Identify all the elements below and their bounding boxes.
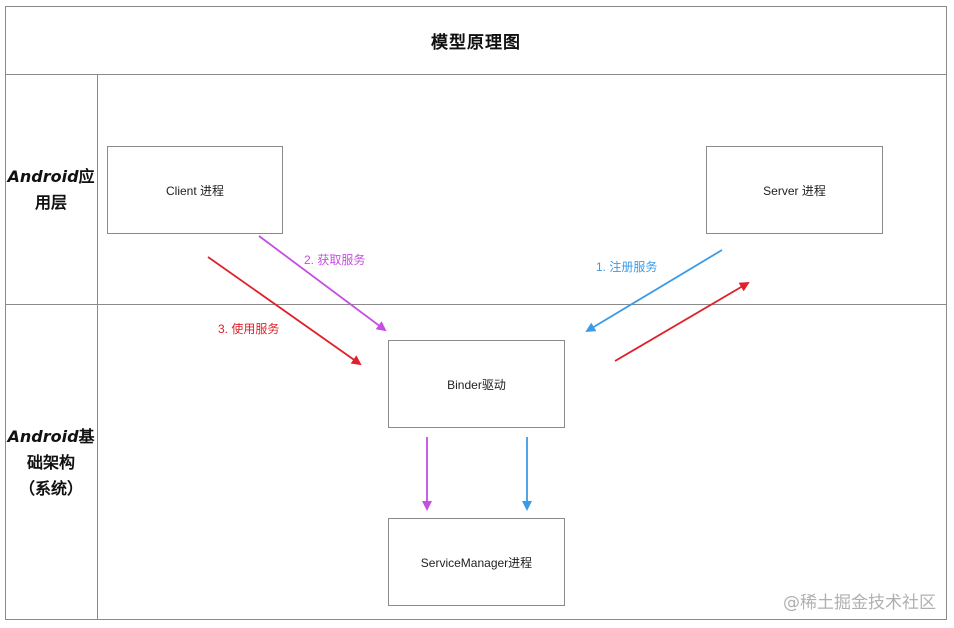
diagram-title: 模型原理图: [5, 6, 947, 75]
lane-app-zh-2: 用层: [34, 193, 67, 212]
edge-label-register-service: 1. 注册服务: [596, 260, 658, 274]
lane-framework-en: Android: [7, 426, 79, 446]
edge-label-use-service: 3. 使用服务: [218, 322, 280, 336]
arrow-server-to-binder-register-service: [585, 249, 723, 333]
binder-driver-node: Binder驱动: [388, 340, 565, 428]
lane-app-en: Android: [7, 167, 79, 186]
lane-label-framework-layer: Android基 础架构 （系统）: [5, 305, 97, 620]
diagram-frame: [5, 6, 947, 620]
lane-label-app-layer: Android应 用层: [5, 76, 97, 304]
lane-app-zh-1: 应: [78, 167, 95, 186]
lane-framework-zh-1: 基: [78, 426, 95, 446]
lane-divider: [5, 304, 947, 305]
watermark: @稀土掘金技术社区: [783, 593, 936, 613]
arrow-binder-to-server-use-service: [614, 281, 750, 362]
lane-framework-zh-3: （系统）: [18, 478, 83, 498]
label-column-divider: [97, 75, 98, 620]
client-process-node: Client 进程: [107, 146, 283, 234]
service-manager-node: ServiceManager进程: [388, 518, 565, 606]
lane-framework-zh-2: 础架构: [26, 452, 75, 472]
server-process-node: Server 进程: [706, 146, 883, 234]
edge-label-get-service: 2. 获取服务: [304, 253, 366, 267]
arrow-client-to-binder-use-service: [207, 256, 362, 366]
arrow-client-to-binder-get-service: [258, 235, 387, 332]
